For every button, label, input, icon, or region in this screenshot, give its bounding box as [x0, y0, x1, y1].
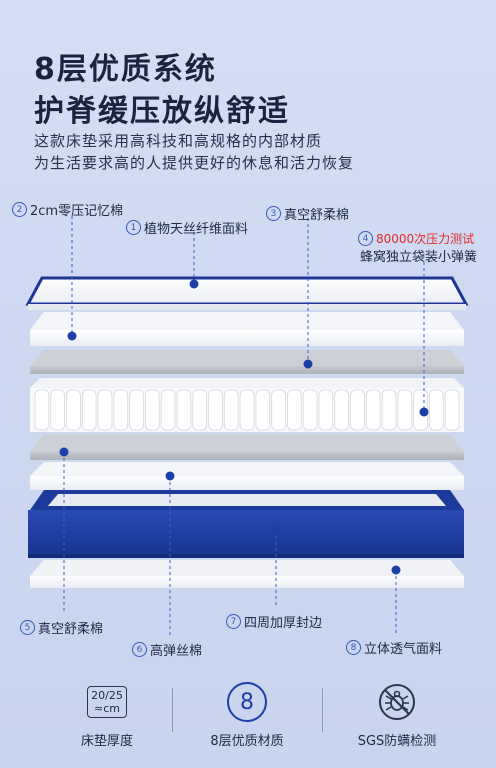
feature-eight-layers: 8 8层优质材质: [182, 680, 312, 749]
layer-edge-frame: [28, 490, 464, 558]
page-title: 8层优质系统: [34, 52, 217, 87]
spring-pocket: [176, 389, 192, 431]
spring-pocket: [255, 389, 271, 431]
spring-pocket: [208, 389, 223, 431]
layer-memory-foam: [30, 312, 464, 346]
divider: [322, 688, 323, 732]
spring-pocket: [271, 389, 286, 431]
spring-pocket: [397, 389, 413, 431]
layer-top-fabric: [25, 276, 469, 310]
spring-pocket: [286, 389, 302, 431]
spring-pocket: [365, 389, 381, 431]
description-line-1: 这款床垫采用高科技和高规格的内部材质: [34, 132, 323, 150]
spring-pocket: [129, 389, 144, 431]
spring-pocket: [381, 389, 397, 431]
eight-layer-icon: 8: [227, 682, 267, 722]
spring-pocket: [334, 389, 349, 431]
label-pocket-springs: 蜂窝独立袋装小弹簧: [360, 250, 478, 265]
page-subtitle-heading: 护脊缓压放纵舒适: [34, 94, 290, 129]
spring-pocket: [160, 389, 176, 431]
spring-pocket: [97, 389, 113, 431]
spring-pocket: [144, 389, 160, 431]
feature-thickness: 20/25 ≈cm 床垫厚度: [42, 680, 172, 749]
mattress-layer-diagram: [25, 216, 469, 638]
spring-pocket: [192, 389, 208, 431]
spring-pocket: [350, 389, 365, 431]
spring-pocket: [444, 389, 460, 431]
spring-pocket: [239, 389, 255, 431]
layer-vacuum-cotton-bottom: [30, 434, 464, 460]
anti-mite-icon: [379, 684, 415, 720]
spring-pocket: [302, 389, 318, 431]
divider: [172, 688, 173, 732]
spring-pocket: [113, 389, 129, 431]
spring-pocket: [428, 389, 444, 431]
feature-anti-mite: SGS防螨检测: [332, 680, 462, 749]
layer-vacuum-cotton-top: [30, 350, 464, 374]
spring-pocket: [81, 389, 97, 431]
spring-pocket: [66, 389, 81, 431]
spring-pocket: [34, 389, 50, 431]
layer-elastic-silk: [30, 462, 464, 490]
spring-pocket: [223, 389, 239, 431]
spring-pocket: [50, 389, 65, 431]
thickness-icon: 20/25 ≈cm: [87, 686, 127, 718]
layer-pocket-springs: [30, 378, 464, 432]
layer-breathable-fabric: [30, 560, 464, 588]
description-line-2: 为生活要求高的人提供更好的休息和活力恢复: [34, 154, 355, 172]
spring-pocket: [318, 389, 334, 431]
feature-row: 20/25 ≈cm 床垫厚度 8 8层优质材质: [0, 680, 496, 760]
